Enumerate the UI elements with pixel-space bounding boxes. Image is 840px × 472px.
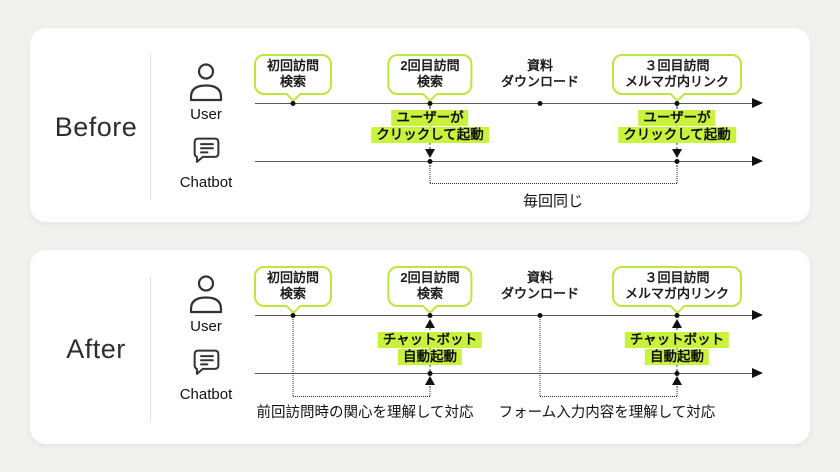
- timeline-dot: [290, 101, 296, 106]
- arrow-right-icon: [752, 156, 763, 166]
- user-label: User: [190, 106, 222, 123]
- caption-same-every-time: 毎回同じ: [522, 193, 584, 210]
- event-bubble-first-visit: 初回訪問 検索: [253, 266, 333, 307]
- event-bubble-second-visit: 2回目訪問 検索: [387, 54, 473, 95]
- timeline-dot: [427, 313, 433, 318]
- before-panel: Before User Chatbot 初回訪問 検索 2回目訪問 検索 資料 …: [30, 28, 810, 222]
- event-bubble-third-visit: ３回目訪問 メルマガ内リンク: [611, 266, 743, 307]
- panel-title-before: Before: [54, 112, 138, 142]
- trigger-note-auto-launch: チャットボット 自動起動: [377, 332, 483, 365]
- trigger-note-user-click: ユーザーが クリックして起動: [371, 110, 489, 143]
- dotted-drop-download: [539, 319, 541, 396]
- event-label-download: 資料 ダウンロード: [500, 270, 580, 301]
- timeline-dot: [427, 101, 433, 106]
- dotted-bracket-left: [429, 165, 431, 183]
- user-label: User: [190, 318, 222, 335]
- user-icon: [188, 63, 224, 103]
- arrow-right-icon: [752, 98, 763, 108]
- panel-title-after: After: [66, 334, 126, 364]
- dotted-drop-first-visit: [292, 319, 294, 396]
- chatbot-label: Chatbot: [179, 386, 233, 403]
- chatbot-timeline: [255, 368, 763, 378]
- dotted-path-bottom: [540, 396, 677, 397]
- trigger-note-user-click: ユーザーが クリックして起動: [618, 110, 736, 143]
- arrow-up-icon: [672, 319, 682, 328]
- arrow-down-icon: [425, 149, 435, 158]
- event-bubble-second-visit: 2回目訪問 検索: [387, 266, 473, 307]
- dotted-path-bottom: [293, 396, 430, 397]
- timeline-dot: [674, 159, 680, 164]
- arrow-right-icon: [752, 368, 763, 378]
- caption-form-input-understanding: フォーム入力内容を理解して対応: [498, 405, 716, 421]
- timeline-dot: [290, 313, 296, 318]
- dotted-riser: [429, 386, 431, 396]
- vertical-divider: [150, 54, 151, 200]
- dotted-riser: [676, 386, 678, 396]
- arrow-up-icon: [672, 376, 682, 385]
- user-timeline: [255, 98, 763, 108]
- arrow-up-icon: [425, 319, 435, 328]
- timeline-dot: [674, 371, 680, 376]
- timeline-dot: [427, 371, 433, 376]
- event-bubble-first-visit: 初回訪問 検索: [253, 54, 333, 95]
- timeline-dot: [537, 313, 543, 318]
- timeline-dot: [537, 101, 543, 106]
- chatbot-timeline: [255, 156, 763, 166]
- arrow-up-icon: [425, 376, 435, 385]
- user-timeline: [255, 310, 763, 320]
- dotted-bracket-right: [676, 165, 678, 183]
- vertical-divider: [150, 276, 151, 422]
- event-bubble-third-visit: ３回目訪問 メルマガ内リンク: [611, 54, 743, 95]
- after-panel: After User Chatbot 初回訪問 検索 2回目訪問 検索 資料 ダ…: [30, 250, 810, 444]
- chatbot-icon: [191, 135, 222, 166]
- chatbot-label: Chatbot: [179, 174, 233, 191]
- timeline-dot: [674, 101, 680, 106]
- trigger-note-auto-launch: チャットボット 自動起動: [624, 332, 730, 365]
- caption-previous-visit-interest: 前回訪問時の関心を理解して対応: [256, 405, 474, 421]
- timeline-dot: [427, 159, 433, 164]
- chatbot-icon: [191, 347, 222, 378]
- dotted-bracket-bottom: [430, 183, 677, 184]
- event-label-download: 資料 ダウンロード: [500, 58, 580, 89]
- arrow-right-icon: [752, 310, 763, 320]
- timeline-dot: [674, 313, 680, 318]
- arrow-down-icon: [672, 149, 682, 158]
- user-icon: [188, 275, 224, 315]
